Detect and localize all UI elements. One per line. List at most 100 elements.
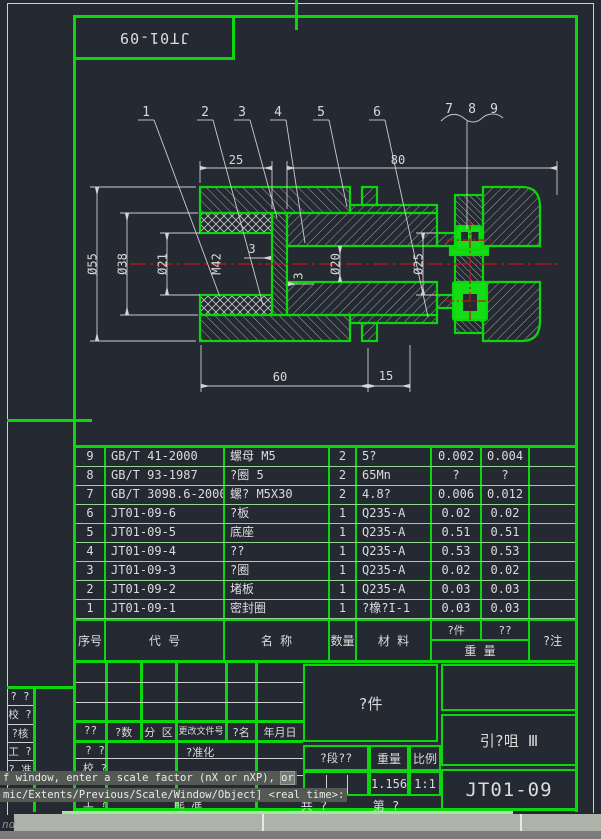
dim-d20: Ø20 (329, 253, 343, 275)
row-standardization: ?准化 (185, 746, 215, 759)
sig-label: ?核 (7, 725, 33, 743)
item-8: 8 (468, 102, 476, 117)
command-line-1[interactable]: f window, enter a scale factor (nX or nX… (0, 771, 297, 785)
rev-header-date: 年月日 (263, 726, 297, 739)
frame-top (73, 15, 578, 18)
scale-label: 比例 (409, 745, 441, 771)
header-weight: 重 量 (464, 643, 496, 658)
item-1: 1 (142, 105, 150, 120)
titleblock-line (76, 720, 303, 723)
assembly-cell: ?件 (303, 664, 438, 742)
sheet-edge-top (7, 3, 594, 4)
stage-divider (326, 775, 327, 794)
header-seq: 序号 (76, 621, 106, 660)
rotated-title-box: JT01-09 (73, 15, 235, 60)
item-4: 4 (274, 105, 282, 120)
scale-value: 1:1 (409, 771, 441, 796)
titleblock-line (76, 740, 303, 743)
rev-header-mark: ?? (83, 724, 98, 737)
drawing-number-cell: JT01-09 (441, 769, 577, 811)
frame-bottom (73, 808, 578, 811)
sig-label: 工 ? (7, 743, 33, 762)
item-leaders (138, 113, 504, 318)
item-5: 5 (317, 105, 325, 120)
rev-header-sign: ?名 (232, 726, 250, 739)
signature-column: ? ? 校 ? ?核 工 ? ? 准 批 准 (7, 688, 33, 798)
titleblock-line (76, 702, 303, 703)
weight-label: 重量 (369, 745, 409, 771)
header-weight-unit: ?件 (432, 621, 482, 639)
item-2: 2 (201, 105, 209, 120)
stage-divider (347, 775, 348, 794)
rev-header-docno: 更改文件号 (178, 727, 224, 737)
titleblock-line (76, 758, 303, 759)
dim-d25: Ø25 (412, 253, 426, 275)
highlight-line (62, 811, 513, 814)
sig-label: 校 ? (7, 706, 33, 725)
dim-m42: M42 (210, 253, 224, 275)
titleblock-line (76, 682, 303, 683)
sheet-total: 共 ? (300, 799, 328, 813)
header-note: ?注 (542, 634, 563, 648)
titleblock-line (33, 687, 36, 812)
rev-header-zone: 分 区 (144, 726, 173, 739)
dim-d38: Ø38 (116, 253, 130, 275)
band-tick (520, 814, 522, 831)
sig-label: ? ? (7, 688, 33, 707)
dim-25: 25 (229, 153, 243, 167)
item-numbers: 1 2 3 4 5 6 7 8 9 (142, 102, 498, 120)
header-weight-group: ?件 ?? 重 量 (432, 621, 530, 660)
titleblock-line (7, 686, 75, 689)
command-line-2[interactable]: mic/Extents/Previous/Scale/Window/Object… (0, 788, 348, 802)
frame-right (575, 15, 578, 812)
dim-80: 80 (391, 153, 405, 167)
band-tick (262, 814, 264, 831)
sheet-edge-left (7, 3, 8, 815)
dim-d55: Ø55 (86, 253, 100, 275)
dim-60: 60 (273, 370, 287, 384)
table-header: 序号 代 号 名 称 数量 材 料 ?件 ?? 重 量 ?注 (76, 619, 575, 660)
command-text: mic/Extents/Previous/Scale/Window/Object… (3, 789, 345, 801)
row-design: ? ? (85, 744, 105, 757)
part-section (198, 185, 542, 343)
header-code: 代 号 (106, 621, 225, 660)
stage-mark-label: ?段?? (303, 745, 369, 771)
command-highlight: or (280, 771, 295, 785)
command-text: f window, enter a scale factor (nX or nX… (3, 772, 282, 784)
bottom-light-band (14, 814, 601, 831)
item-6: 6 (373, 105, 381, 120)
dim-d21: Ø21 (156, 253, 170, 275)
bottom-gray-strip (0, 831, 601, 839)
dim-15: 15 (379, 369, 393, 383)
part-name-cell: 引?咀 Ⅲ (441, 714, 577, 766)
header-material: 材 料 (357, 621, 432, 660)
item-9: 9 (490, 102, 498, 117)
rev-header-count: ?数 (114, 726, 133, 739)
weight-value: 1.156 (369, 771, 409, 796)
command-line-3[interactable]: nd (2, 818, 16, 831)
sheet-edge-right (593, 3, 594, 813)
dimension-lines (90, 161, 558, 392)
item-3: 3 (238, 105, 246, 120)
centerlines (130, 220, 558, 322)
rotated-drawing-number: JT01-09 (118, 28, 190, 47)
drawing-viewport[interactable]: 25 80 Ø55 Ø38 Ø21 M42 3 3 Ø20 Ø25 60 15 … (75, 75, 585, 450)
dim-3b: 3 (292, 272, 306, 279)
frame-left (73, 15, 76, 812)
dim-3a: 3 (248, 242, 255, 256)
item-7: 7 (445, 102, 453, 117)
centering-mark-left (7, 419, 92, 422)
header-qty: 数量 (330, 621, 357, 660)
header-name: 名 称 (225, 621, 330, 660)
